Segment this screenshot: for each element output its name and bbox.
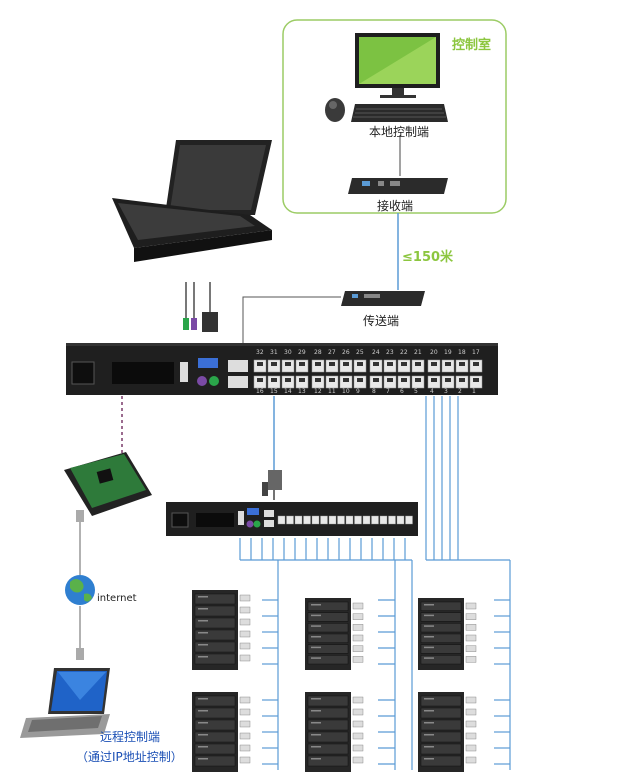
monitor-icon	[355, 33, 440, 98]
server-rack	[418, 692, 477, 772]
distance-label: ≤150米	[402, 250, 454, 265]
receiver-device	[348, 135, 448, 194]
port-label-top: 21	[414, 349, 422, 356]
keyboard-icon	[351, 104, 448, 122]
port-label-top: 31	[270, 349, 278, 356]
port-label-bottom: 11	[328, 388, 336, 395]
power-socket	[71, 361, 95, 385]
server-rack	[192, 590, 251, 670]
port-label-bottom: 9	[356, 388, 360, 395]
rj45-port	[303, 515, 311, 525]
internet-label: internet	[97, 593, 137, 604]
rj45-port	[277, 515, 286, 525]
laptop-icon	[20, 668, 110, 738]
port-label-bottom: 15	[270, 388, 278, 395]
remote-note-label: （通过IP地址控制）	[76, 750, 183, 764]
server-connection-lines	[239, 396, 511, 770]
port-label-top: 19	[444, 349, 452, 356]
rj45-port	[388, 515, 396, 525]
globe-icon	[65, 575, 95, 605]
control-room-label: 控制室	[452, 38, 492, 53]
rj45-port	[354, 515, 362, 525]
server-rack	[305, 598, 364, 670]
port-label-top: 20	[430, 349, 438, 356]
port-label-top: 30	[284, 349, 292, 356]
server-rack	[418, 598, 477, 670]
port-label-top: 18	[458, 349, 466, 356]
rj45-port	[362, 515, 371, 525]
rj45-port	[405, 515, 413, 525]
server-rack	[305, 692, 364, 772]
console-cables-icon	[183, 282, 218, 332]
main-kvm-port-grid	[253, 359, 483, 389]
port-label-bottom: 7	[386, 388, 390, 395]
port-label-bottom: 6	[400, 388, 404, 395]
transmitter-to-kvm-line	[242, 296, 341, 358]
port-label-top: 26	[342, 349, 350, 356]
rj45-port	[320, 515, 328, 525]
port-label-bottom: 12	[314, 388, 322, 395]
port-label-bottom: 16	[256, 388, 264, 395]
port-label-top: 17	[472, 349, 480, 356]
port-label-bottom: 4	[430, 388, 434, 395]
server-racks	[192, 590, 477, 772]
vga-port	[198, 358, 218, 368]
main-kvm-switch	[66, 343, 498, 395]
port-label-top: 32	[256, 349, 264, 356]
ip-module-board	[64, 452, 152, 516]
server-rack	[192, 692, 251, 772]
port-label-bottom: 14	[284, 388, 292, 395]
port-label-bottom: 2	[458, 388, 462, 395]
rj45-port	[311, 515, 320, 525]
receiver-label: 接收端	[377, 199, 414, 213]
port-label-top: 25	[356, 349, 364, 356]
rack-console-icon	[112, 140, 272, 262]
port-label-bottom: 3	[444, 388, 448, 395]
transmitter-label: 传送端	[363, 314, 400, 328]
port-label-bottom: 5	[414, 388, 418, 395]
secondary-kvm-switch	[166, 502, 418, 536]
rj45-port	[396, 515, 405, 525]
rj45-port	[294, 515, 303, 525]
rj45-port	[379, 515, 388, 525]
port-label-top: 29	[298, 349, 306, 356]
rj45-port	[286, 515, 294, 525]
port-label-top: 23	[386, 349, 394, 356]
rj45-port	[345, 515, 354, 525]
mouse-icon	[325, 98, 345, 122]
port-label-top: 28	[314, 349, 322, 356]
port-label-bottom: 13	[298, 388, 306, 395]
port-label-top: 27	[328, 349, 336, 356]
remote-console-label: 远程控制端	[100, 730, 161, 744]
local-console-label: 本地控制端	[369, 125, 430, 139]
port-label-bottom: 8	[372, 388, 376, 395]
port-label-top: 24	[372, 349, 380, 356]
cascade-connector-icon	[262, 470, 282, 500]
rj45-port	[371, 515, 379, 525]
port-label-bottom: 1	[472, 388, 476, 395]
port-label-top: 22	[400, 349, 408, 356]
transmitter-device	[341, 291, 425, 306]
rj45-port	[328, 515, 337, 525]
rj45-port	[337, 515, 345, 525]
port-label-bottom: 10	[342, 388, 350, 395]
